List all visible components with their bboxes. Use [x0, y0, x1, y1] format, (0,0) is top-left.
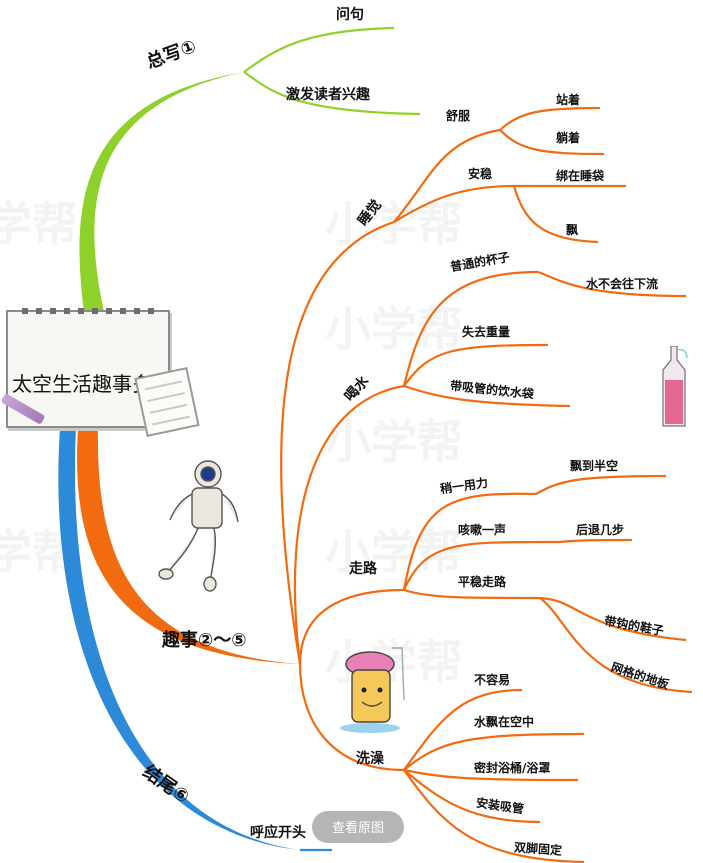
node-steady-walk: 平稳走路	[458, 575, 507, 589]
branch-stories-line	[77, 428, 301, 664]
node-not-easy: 不容易	[474, 673, 511, 687]
notebook-binding	[22, 308, 156, 314]
node-water-floats: 水飘在空中	[474, 715, 535, 729]
node-fix-feet: 双脚固定	[513, 840, 563, 858]
watermark-text: 小学帮	[325, 302, 463, 356]
root-node-title: 太空生活趣事多	[12, 372, 152, 396]
watermark-text: 小学帮	[325, 415, 463, 469]
node-bathing: 洗澡	[356, 751, 384, 767]
node-cough: 咳嗽一声	[458, 523, 507, 537]
node-stable: 安稳	[468, 167, 493, 181]
watermark-text: 小学帮	[0, 197, 78, 251]
branch-stories-label: 趣事②～⑤	[162, 630, 247, 651]
node-float: 飘	[566, 223, 579, 237]
node-question: 问句	[336, 7, 364, 23]
view-original-button[interactable]: 查看原图	[312, 811, 404, 843]
watermark-text: 小学帮	[325, 197, 463, 251]
branch-summary-line	[79, 72, 244, 312]
node-weightless: 失去重量	[462, 325, 511, 339]
node-lying: 躺着	[556, 131, 581, 145]
node-arouse-interest: 激发读者兴趣	[286, 87, 370, 103]
shower-cartoon-illustration	[340, 647, 405, 733]
node-echo-opening: 呼应开头	[250, 825, 306, 841]
water-bottle-illustration	[662, 346, 688, 427]
node-walking: 走路	[349, 561, 377, 577]
node-water-not-flowing: 水不会往下流	[586, 277, 659, 291]
node-float-midair: 飘到半空	[570, 459, 619, 473]
node-sleeping-bag: 绑在睡袋	[556, 169, 605, 183]
astronaut-illustration	[158, 460, 239, 592]
node-standing: 站着	[556, 93, 581, 107]
node-comfortable: 舒服	[446, 109, 471, 123]
node-step-back: 后退几步	[576, 523, 625, 537]
node-sealed-tub: 密封浴桶/浴罩	[474, 761, 551, 775]
